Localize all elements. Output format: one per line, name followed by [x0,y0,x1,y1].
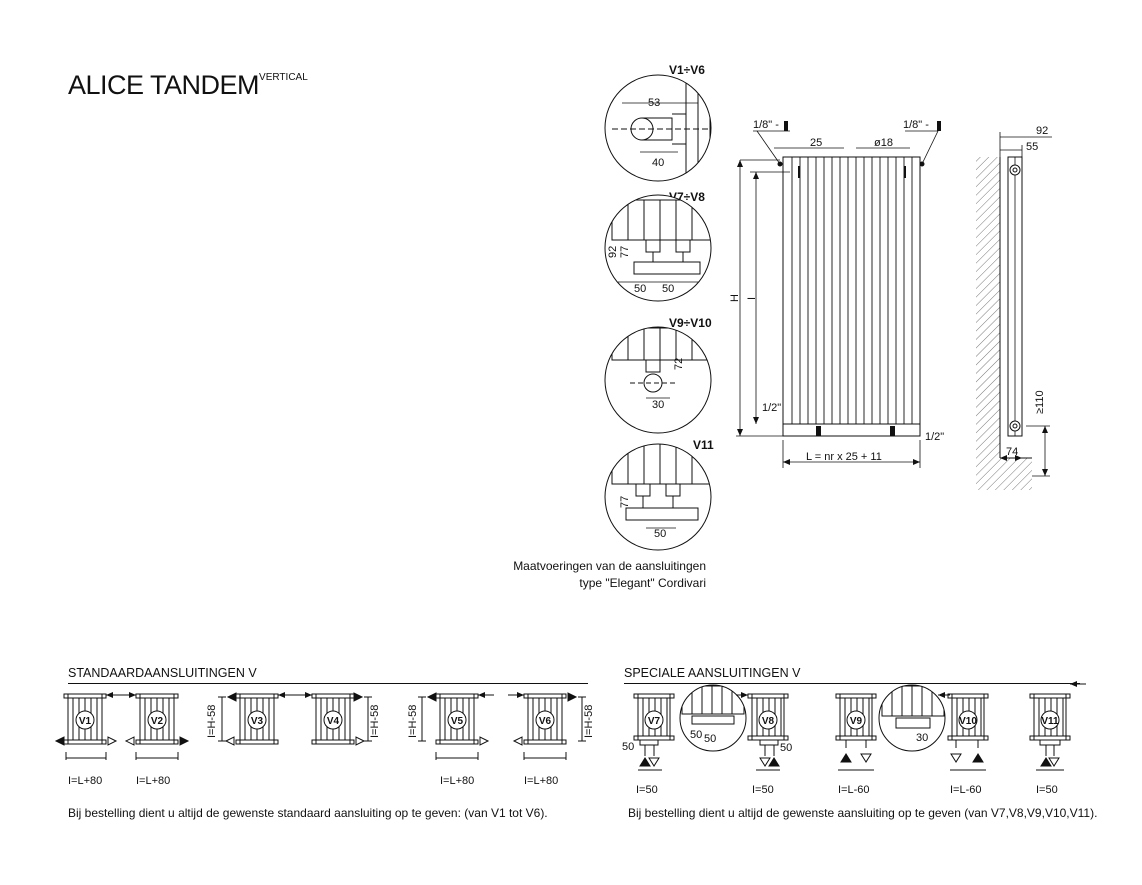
standard-v1-dim: I=L+80 [68,775,102,787]
special-zoom-2 [878,684,950,752]
special-v10-dim: I=L-60 [950,784,982,796]
detail-v9-v10-label: V9÷V10 [669,316,712,330]
standard-v2 [120,692,190,760]
special-v8-dim: I=50 [752,784,774,796]
special-v7-code: V7 [648,716,661,727]
detail-v9-v10-dim-72: 72 [673,358,685,370]
front-thread-right: 1/8" - [903,119,929,131]
product-title-sup: VERTICAL [259,72,308,83]
standard-v6 [508,692,586,760]
standard-connections [54,692,586,760]
detail-v7-v8-dim-77: 77 [619,246,631,258]
detail-v1-v6-dim-53: 53 [648,97,660,109]
standard-v6-side-dim: I=H-58 [583,705,595,738]
standard-v3-side-dim: I=H-58 [206,705,218,738]
special-connections [633,681,1086,771]
front-dim-diameter: ø18 [874,137,893,149]
standard-divider [68,683,588,684]
standard-v3 [218,692,296,746]
detail-v7-v8-dim-50b: 50 [662,283,674,295]
side-dim-55: 55 [1026,141,1038,153]
standard-v1-code: V1 [79,716,92,727]
special-v8 [736,692,789,771]
standard-v5 [418,692,494,760]
detail-v1-v6-label: V1÷V6 [669,63,705,77]
standard-codes: V1 V2 V3 V4 V5 V6 [79,716,552,727]
special-dims: I=50 I=50 I=L-60 I=L-60 I=50 50 50 50 50… [622,729,1058,796]
special-v11-dim: I=50 [1036,784,1058,796]
special-divider [624,683,1080,684]
special-v11 [1029,693,1071,771]
standard-v5-side-dim: I=H-58 [407,705,419,738]
standard-v5-code: V5 [451,716,464,727]
standard-dims: I=L+80 I=L+80 I=L+80 I=L+80 I=H-58 I=H-5… [68,705,595,787]
special-zoom-2-dim: 30 [916,732,928,744]
special-note: Bij bestelling dient u altijd de gewenst… [628,806,1098,820]
caption-line-1: Maatvoeringen van de aansluitingen [513,559,706,573]
special-v7 [633,693,675,771]
special-v10 [947,693,989,771]
special-heading: SPECIALE AANSLUITINGEN V [624,666,801,680]
special-v7-offset: 50 [622,741,634,753]
standard-v4-code: V4 [327,716,340,727]
product-title-main: ALICE TANDEM [68,70,260,100]
standard-v1 [54,692,122,760]
standard-v6-code: V6 [539,716,552,727]
detail-v11-label: V11 [693,438,714,452]
special-zoom-1-dim-a: 50 [690,729,702,741]
standard-v3-code: V3 [251,716,264,727]
special-zoom-1-dim-b: 50 [704,733,716,745]
caption-line-2: type "Elegant" Cordivari [579,576,706,590]
detail-v1-v6: V1÷V6 53 40 [604,63,712,182]
detail-v11: V11 77 50 [604,438,714,551]
front-thread-left: 1/8" - [753,119,779,131]
special-v9-dim: I=L-60 [838,784,870,796]
standard-v5-dim: I=L+80 [440,775,474,787]
connections-caption: Maatvoeringen van de aansluitingen type … [513,558,706,592]
front-dim-i: I [746,297,758,300]
detail-v7-v8-dim-50a: 50 [634,283,646,295]
detail-v9-v10: V9÷V10 72 30 [604,316,712,434]
special-v10-code: V10 [959,716,977,727]
front-dim-h: H [729,294,741,302]
standard-v4 [294,692,372,746]
front-half-inch-right: 1/2" [925,431,944,443]
special-v7-dim: I=50 [636,784,658,796]
detail-v9-v10-dim-30: 30 [652,399,664,411]
detail-v11-dim-77: 77 [619,496,631,508]
side-view: 92 55 ≥110 74 [976,125,1052,490]
special-v9 [835,693,877,771]
front-half-inch-left: 1/2" [762,402,781,414]
detail-v11-dim-50: 50 [654,528,666,540]
standard-v6-dim: I=L+80 [524,775,558,787]
special-zoom-1 [679,684,747,752]
special-v8-code: V8 [762,716,775,727]
product-title: ALICE TANDEMVERTICAL [68,70,308,101]
special-codes: V7 V8 V9 V10 V11 [648,716,1059,727]
detail-v7-v8-dim-92: 92 [607,246,619,258]
special-v9-code: V9 [850,716,863,727]
special-v8-offset: 50 [780,742,792,754]
side-dim-110: ≥110 [1034,390,1046,414]
standard-v4-side-dim: I=H-58 [369,705,381,738]
standard-v2-dim: I=L+80 [136,775,170,787]
front-view: 1/8" - 1/8" - 25 ø18 H I 1/2" 1/2" L = n… [729,119,944,468]
front-dim-25: 25 [810,137,822,149]
front-width-formula: L = nr x 25 + 11 [806,451,882,463]
standard-heading: STANDAARDAANSLUITINGEN V [68,666,257,680]
side-dim-74: 74 [1006,446,1018,458]
standard-v2-code: V2 [151,716,164,727]
detail-v1-v6-dim-40: 40 [652,157,664,169]
standard-note: Bij bestelling dient u altijd de gewenst… [68,806,548,820]
special-v11-code: V11 [1041,716,1059,727]
side-dim-92: 92 [1036,125,1048,137]
detail-v7-v8: V7÷V8 92 77 50 50 [604,190,712,302]
